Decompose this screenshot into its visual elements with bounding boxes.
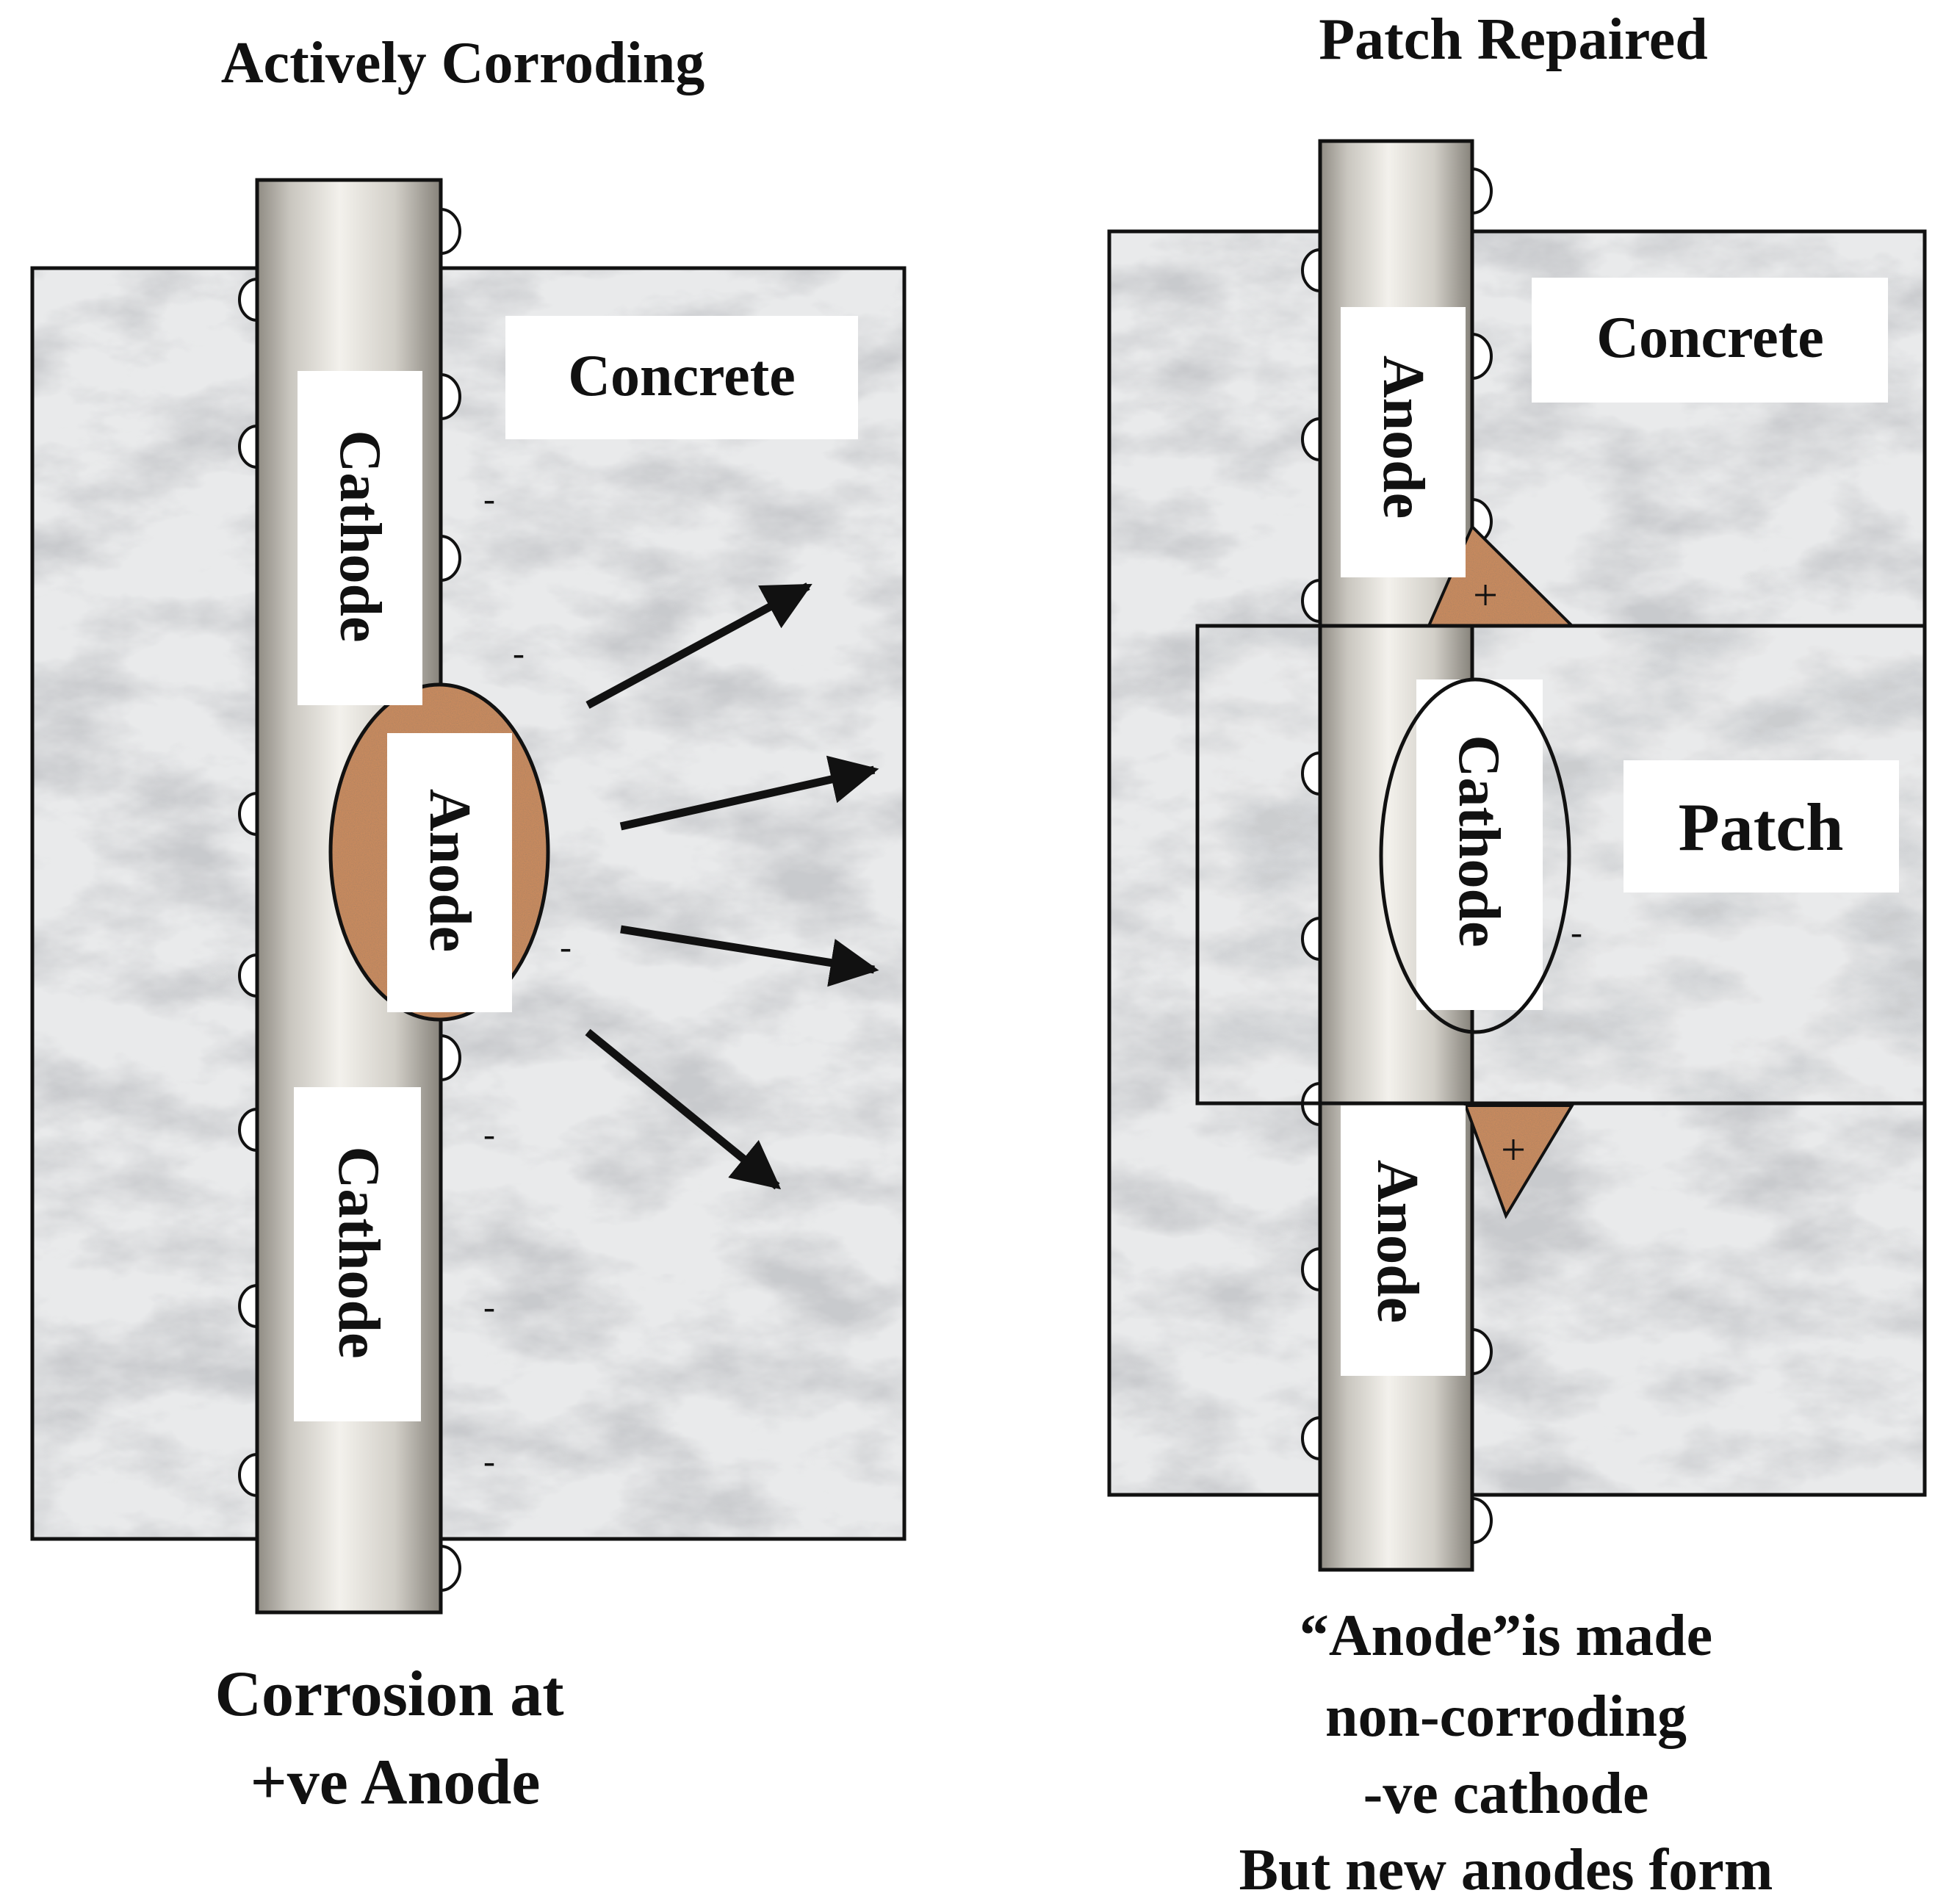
minus-sign: - (513, 634, 525, 673)
plus-sign: + (1501, 1125, 1526, 1174)
left-lower-cathode-box (294, 1087, 421, 1421)
right-lower-anode-box (1341, 1106, 1466, 1376)
left-concrete-label: Concrete (568, 344, 796, 408)
right-concrete-label: Concrete (1596, 306, 1824, 370)
minus-sign: - (483, 1442, 495, 1481)
patch-label-box (1624, 760, 1899, 892)
left-current-arrows (585, 583, 879, 1190)
minus-sign: - (483, 1115, 495, 1154)
patch-outline (1195, 624, 1927, 1106)
left-upper-cathode-label: Cathode (328, 430, 392, 643)
right-concrete-label-box (1532, 278, 1888, 403)
left-caption-line2: +ve Anode (251, 1747, 541, 1818)
right-caption-line3: -ve cathode (1363, 1761, 1649, 1826)
left-minus-signs: - - - - - - (483, 480, 572, 1481)
left-anode-label: Anode (417, 789, 482, 952)
minus-sign: - (483, 1288, 495, 1327)
right-caption-line4: But new anodes form (1239, 1838, 1773, 1903)
new-anode-bottom: + (1463, 1104, 1575, 1219)
right-upper-anode-box (1341, 307, 1466, 577)
right-caption-line2: non-corroding (1325, 1684, 1687, 1749)
left-panel: Actively Corroding (30, 31, 907, 1818)
arrow-down-right (585, 1028, 782, 1190)
left-rebar-ribs (238, 208, 461, 1592)
left-anode-box (387, 733, 512, 1012)
minus-sign: - (560, 928, 572, 967)
right-cathode-label: Cathode (1446, 735, 1511, 948)
left-caption-line1: Corrosion at (215, 1659, 563, 1730)
left-upper-cathode-box (298, 371, 422, 705)
minus-sign: - (1571, 913, 1582, 952)
patch-label: Patch (1679, 790, 1844, 865)
left-concrete-label-box (505, 316, 858, 439)
arrow-up-right (585, 583, 812, 709)
left-title: Actively Corroding (221, 31, 704, 95)
minus-sign: - (483, 480, 495, 519)
right-upper-anode-label: Anode (1371, 356, 1435, 519)
right-caption-line1: “Anode”is made (1300, 1604, 1712, 1668)
plus-sign: + (1473, 571, 1498, 619)
cathode-marker (1379, 677, 1571, 1034)
left-lower-cathode-label: Cathode (326, 1147, 391, 1359)
right-panel: Patch Repaired (1107, 7, 1927, 1903)
arrow-right-upper (619, 755, 879, 831)
arrow-right-lower (620, 925, 879, 987)
right-lower-anode-label: Anode (1365, 1160, 1430, 1323)
right-title: Patch Repaired (1319, 7, 1708, 72)
